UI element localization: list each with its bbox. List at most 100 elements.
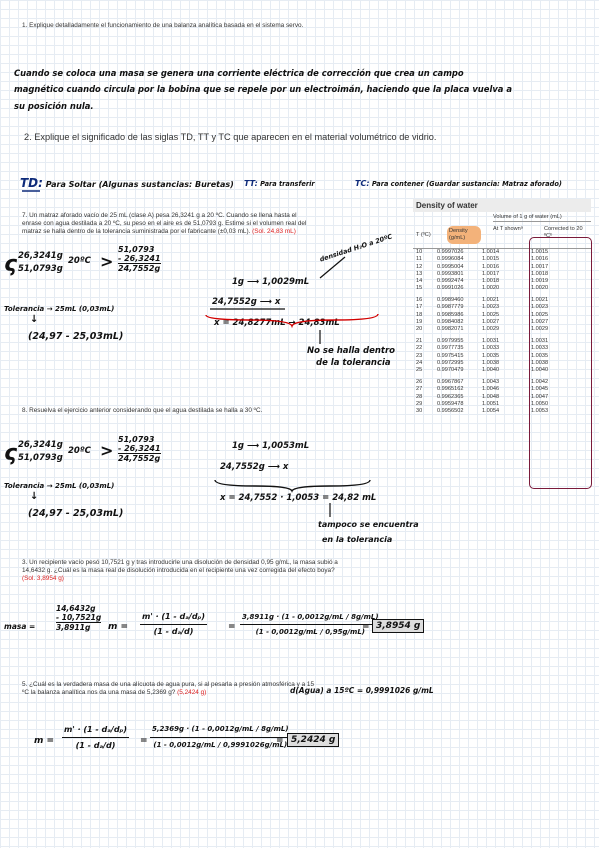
formula-denominator: (1 - dₐ/d) [75,741,116,750]
temperature: 20ºC [68,446,91,456]
cell-density: 0.9984082 [437,319,464,326]
arrow-icon: > [100,252,114,271]
cell-temperature: 30 [416,408,423,415]
tolerance-8: Tolerancia → 25mL (0,03mL) [4,482,115,490]
cell-temperature: 22 [416,345,423,352]
cell-temperature: 15 [416,285,423,292]
cell-density: 0.9956502 [437,408,464,415]
cell-volume-corrected: 1.0033 [531,345,549,352]
cell-volume-corrected: 1.0045 [531,386,549,393]
cell-volume-corrected: 1.0020 [531,285,549,292]
cell-volume-at-t: 1.0023 [482,304,500,311]
brace-left: ς [4,441,18,466]
answer-2-tc: TC: Para contener (Guardar sustancia: Ma… [355,179,562,188]
sub-mid: 26,3241 [124,444,161,453]
group-header: Volume of 1 g of water (mL) [493,214,591,222]
rule-of-three-2: 24,7552g ⟶ x [212,297,281,307]
cell-volume-corrected: 1.0027 [531,319,549,326]
cell-volume-at-t: 1.0051 [482,400,500,407]
cell-volume-corrected: 1.0023 [531,304,549,311]
cell-volume-at-t: 1.0040 [482,367,500,374]
cell-density: 0.9993801 [437,270,464,277]
sub-result: 24,7552g [118,264,161,273]
cell-density: 0.9996084 [437,256,464,263]
question-solution: (Sol. 24,83 mL) [252,228,296,236]
conclusion-8-line-2: en la tolerancia [322,535,393,544]
mass-subtraction: 14,6432g - 10,7521g 3,8911g [56,604,102,632]
cell-volume-corrected: 1.0040 [531,367,549,374]
temperature: 20ºC [68,256,91,266]
cell-volume-at-t: 1.0033 [482,345,500,352]
table-header: Volume of 1 g of water (mL) T (ºC) Densi… [413,212,591,249]
question-2: 2. Explique el significado de las siglas… [24,131,494,143]
brace-left: ς [4,252,18,277]
cell-temperature: 12 [416,263,423,270]
substituted-denominator: (1 - 0,0012g/mL / 0,95g/mL) [255,628,365,636]
question-solution: (5,2424 g) [177,689,207,697]
mass-2: 51,0793g [18,453,63,463]
brace-8 [214,479,371,493]
mass-1: 26,3241g [18,251,63,261]
col-corrected: Corrected to 20 ºCᵇ [544,226,583,239]
cell-temperature: 13 [416,270,423,277]
tt-text: Para transferir [260,180,315,188]
cell-volume-at-t: 1.0048 [482,393,500,400]
substituted-numerator: 3,8911g · (1 - 0,0012g/mL / 8g/mL) [240,610,381,625]
cell-temperature: 25 [416,367,423,374]
formula-generic: m' · (1 - dₐ/dₚ) (1 - dₐ/d) [62,722,130,753]
question-8: 8. Resuelva el ejercicio anterior consid… [22,407,322,415]
cell-density: 0.9975415 [437,352,464,359]
sub-top: 51,0793 [118,245,155,254]
rule-of-three-1: 1g ⟶ 1,0053mL [232,441,310,451]
cell-volume-at-t: 1.0043 [482,378,500,385]
cell-temperature: 24 [416,359,423,366]
conclusion-7-line-2: de la tolerancia [316,358,391,368]
formula-substituted: 5,2369g · (1 - 0,0012g/mL / 8g/mL) (1 - … [150,722,291,753]
cell-volume-corrected: 1.0035 [531,352,549,359]
red-brace-7 [205,313,379,329]
cell-volume-at-t: 1.0017 [482,270,500,277]
tc-label: TC: [355,179,370,188]
arrow-density [319,256,346,279]
tt-label: TT: [244,179,258,188]
cell-volume-at-t: 1.0018 [482,278,500,285]
cell-volume-corrected: 1.0031 [531,338,549,345]
cell-volume-at-t: 1.0038 [482,359,500,366]
formula-lhs: m = [108,622,129,632]
sub-result: 3,8911g [56,623,91,632]
td-label: TD: [20,176,43,190]
question-number: 2. [24,132,32,142]
arrow-icon: > [100,441,114,460]
sub-mid: 26,3241 [124,254,161,263]
cell-volume-corrected: 1.0053 [531,408,549,415]
water-density-note: d(Agua) a 15ºC = 0,9991026 g/mL [290,686,434,695]
cell-temperature: 21 [416,338,423,345]
cell-density: 0.9992474 [437,278,464,285]
substituted-denominator: (1 - 0,0012g/mL / 0,9991026g/mL) [153,741,288,749]
cell-volume-corrected: 1.0025 [531,311,549,318]
down-arrow-icon: ↓ [30,314,39,325]
cell-volume-corrected: 1.0015 [531,249,549,255]
cell-temperature: 26 [416,378,423,385]
col-density: Density (g/mL) [447,226,481,244]
cell-temperature: 29 [416,400,423,407]
cell-volume-corrected: 1.0042 [531,378,549,385]
sub-top: 51,0793 [118,435,155,444]
cell-volume-corrected: 1.0017 [531,263,549,270]
question-text: Un recipiente vacío pesó 10,7521 g y tra… [22,559,338,575]
result-8: x = 24,7552 · 1,0053 = 24,82 mL [220,493,377,503]
cell-volume-corrected: 1.0021 [531,297,549,304]
down-arrow-icon: ↓ [30,491,39,502]
cell-volume-at-t: 1.0027 [482,319,500,326]
